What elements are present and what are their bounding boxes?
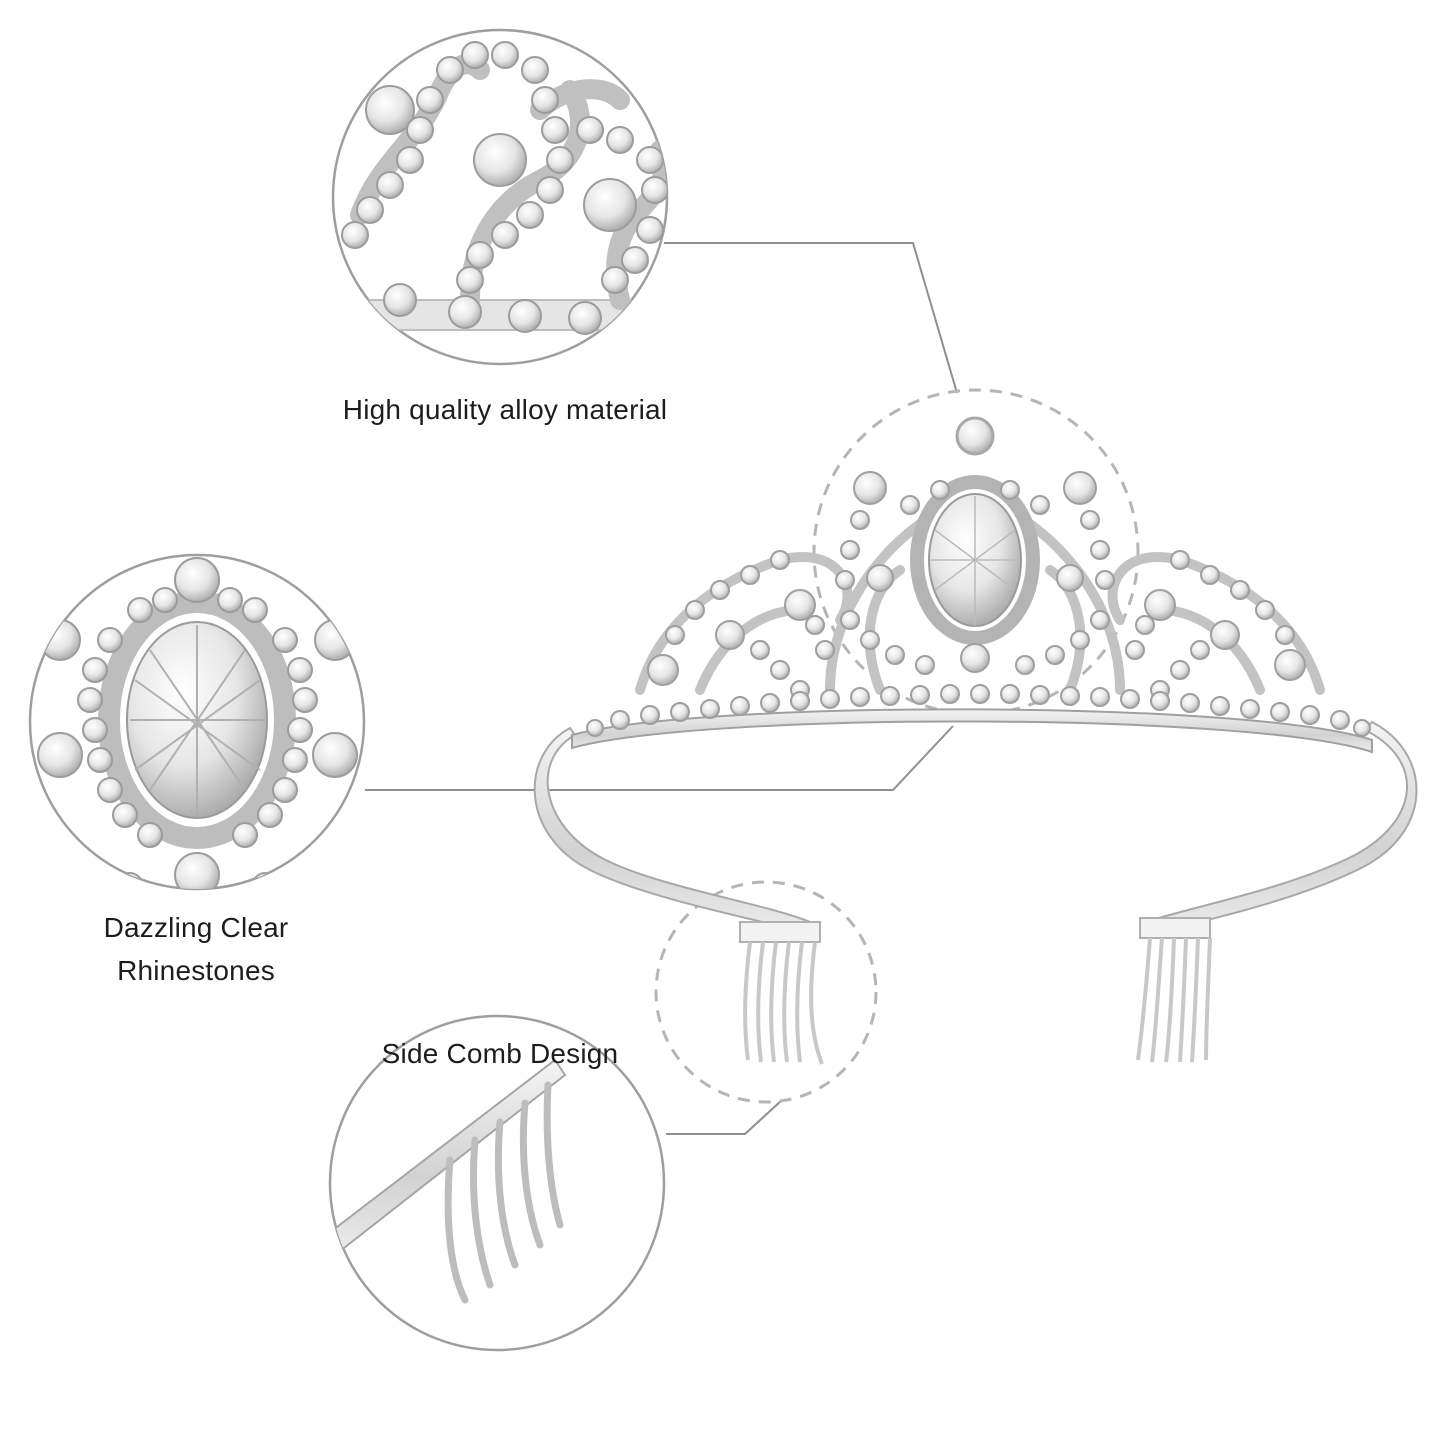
caption-rhinestones: Dazzling Clear Rhinestones — [56, 906, 336, 993]
caption-rhinestones-line-1: Dazzling Clear — [103, 912, 289, 943]
caption-comb: Side Comb Design — [381, 1038, 619, 1069]
rhinestones — [586, 471, 1371, 737]
connector-lines — [365, 242, 958, 1135]
closeup-circle-comb — [328, 1014, 666, 1352]
closeup-circle-material — [331, 28, 669, 366]
caption-material: High quality alloy material — [342, 394, 668, 425]
caption-rhinestones-line-2: Rhinestones — [117, 955, 275, 987]
closeup-circle-rhinestones — [28, 553, 366, 891]
tiara — [533, 416, 1418, 1065]
